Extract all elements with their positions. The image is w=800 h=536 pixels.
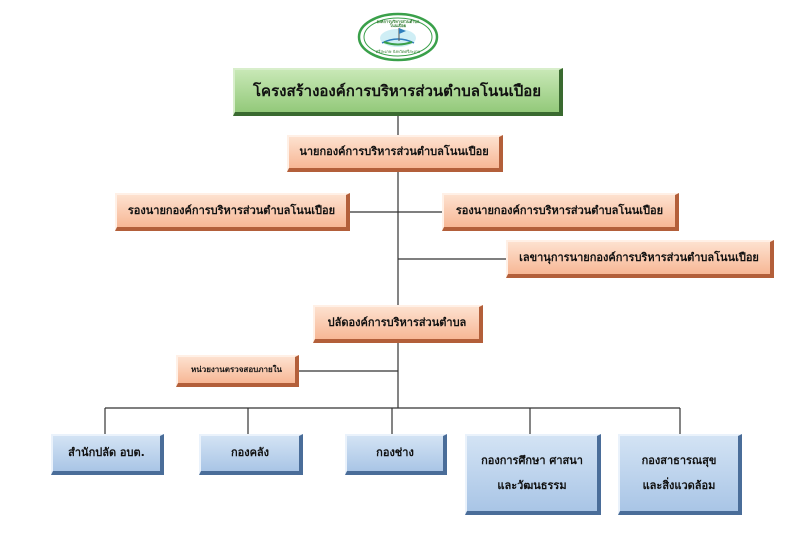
division-label-line2: และวัฒนธรรม <box>497 478 567 492</box>
division-box-education: กองการศึกษา ศาสนา และวัฒนธรรม <box>465 434 601 515</box>
division-label: กองคลัง <box>230 446 270 460</box>
division-label-line1: กองสาธารณสุข <box>641 453 717 467</box>
deputy-chief-box-left: รองนายกองค์การบริหารส่วนตำบลโนนเปือย <box>115 193 350 231</box>
org-chart-title: โครงสร้างองค์การบริหารส่วนตำบลโนนเปือย <box>233 68 563 116</box>
division-label: กองช่าง <box>376 446 414 460</box>
logo-top-text: องค์การบริหารส่วนตำบลโนนเปือย <box>376 19 420 28</box>
deputy-chief-box-right: รองนายกองค์การบริหารส่วนตำบลโนนเปือย <box>442 193 679 231</box>
secretary-box: เลขานุการนายกองค์การบริหารส่วนตำบลโนนเปื… <box>506 240 774 278</box>
division-box-palad-office: สำนักปลัด อบต. <box>51 434 164 475</box>
division-label: สำนักปลัด อบต. <box>68 446 145 460</box>
division-label-line1: กองการศึกษา ศาสนา <box>481 453 583 467</box>
chief-executive-box: นายกองค์การบริหารส่วนตำบลโนนเปือย <box>287 135 503 172</box>
division-box-engineering: กองช่าง <box>345 434 447 475</box>
organization-logo <box>357 12 439 62</box>
division-box-public-health: กองสาธารณสุข และสิ่งแวดล้อม <box>618 434 742 515</box>
division-label-line2: และสิ่งแวดล้อม <box>642 478 716 492</box>
division-box-finance: กองคลัง <box>199 434 303 475</box>
chief-administrator-box: ปลัดองค์การบริหารส่วนตำบล <box>313 305 483 343</box>
internal-audit-box: หน่วยงานตรวจสอบภายใน <box>176 355 299 387</box>
logo-bottom-text: ศรีสะเกษ จังหวัดศรีสะเกษ <box>375 49 421 54</box>
